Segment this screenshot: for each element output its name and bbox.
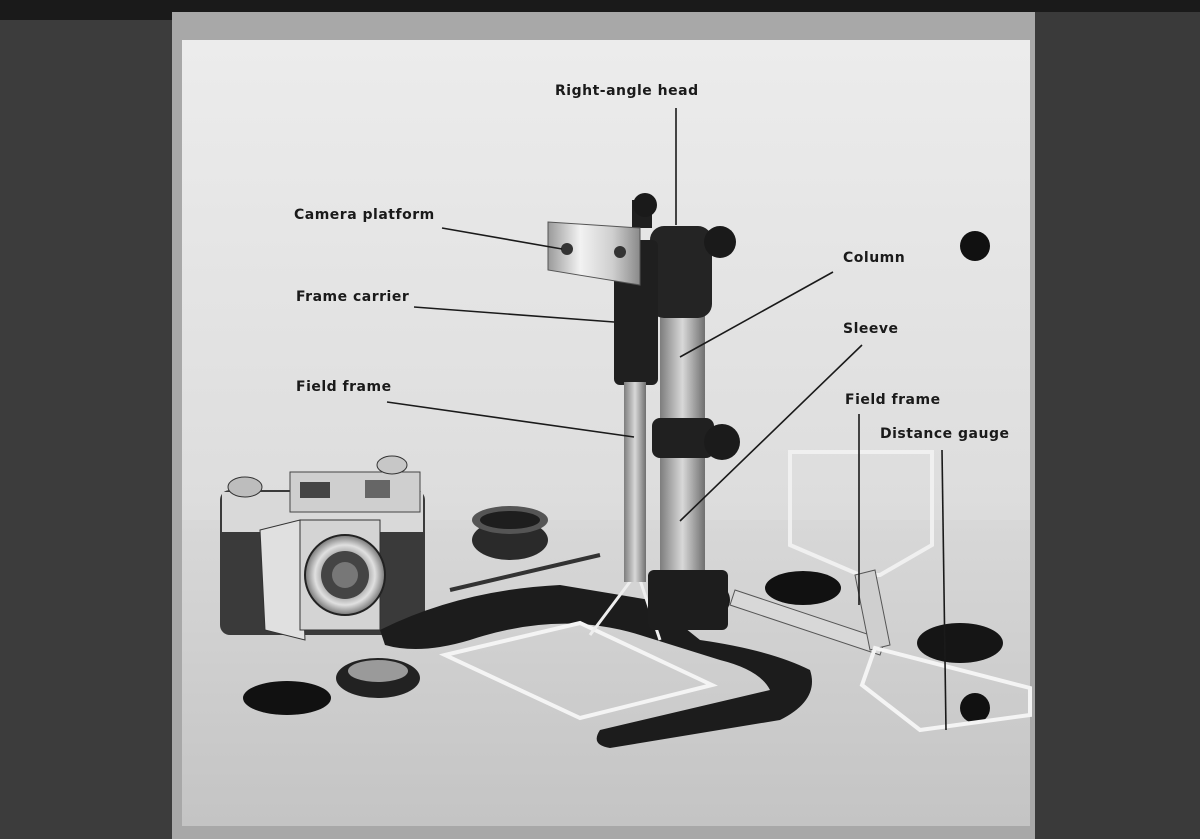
cable-release bbox=[449, 553, 601, 592]
lens-hood bbox=[472, 506, 548, 560]
callout-sleeve: Sleeve bbox=[843, 321, 899, 337]
sprocket-hole-top bbox=[960, 231, 990, 261]
callout-column: Column bbox=[843, 250, 906, 266]
camera bbox=[220, 455, 425, 641]
callout-camera-platform: Camera platform bbox=[294, 207, 435, 223]
field-frame-upright bbox=[788, 450, 934, 577]
callout-distance-gauge: Distance gauge bbox=[880, 426, 1010, 442]
callout-right-angle-head: Right-angle head bbox=[555, 83, 699, 99]
distance-gauge-frame bbox=[859, 645, 1032, 733]
cap-right-b bbox=[917, 623, 1003, 663]
lens-cap bbox=[243, 681, 331, 715]
cap-right-a bbox=[765, 571, 841, 605]
base-field-frame bbox=[438, 620, 718, 721]
callout-frame-carrier: Frame carrier bbox=[296, 289, 410, 305]
right-angle-head-part bbox=[632, 193, 736, 318]
leader-lines bbox=[386, 108, 947, 731]
camera-platform-part bbox=[547, 221, 641, 286]
callout-field-frame-left: Field frame bbox=[296, 379, 392, 395]
field-frame-bar bbox=[624, 382, 646, 582]
sprocket-hole-bottom bbox=[960, 693, 990, 723]
callout-field-frame-right: Field frame bbox=[845, 392, 941, 408]
sleeve-clamp bbox=[652, 418, 740, 460]
